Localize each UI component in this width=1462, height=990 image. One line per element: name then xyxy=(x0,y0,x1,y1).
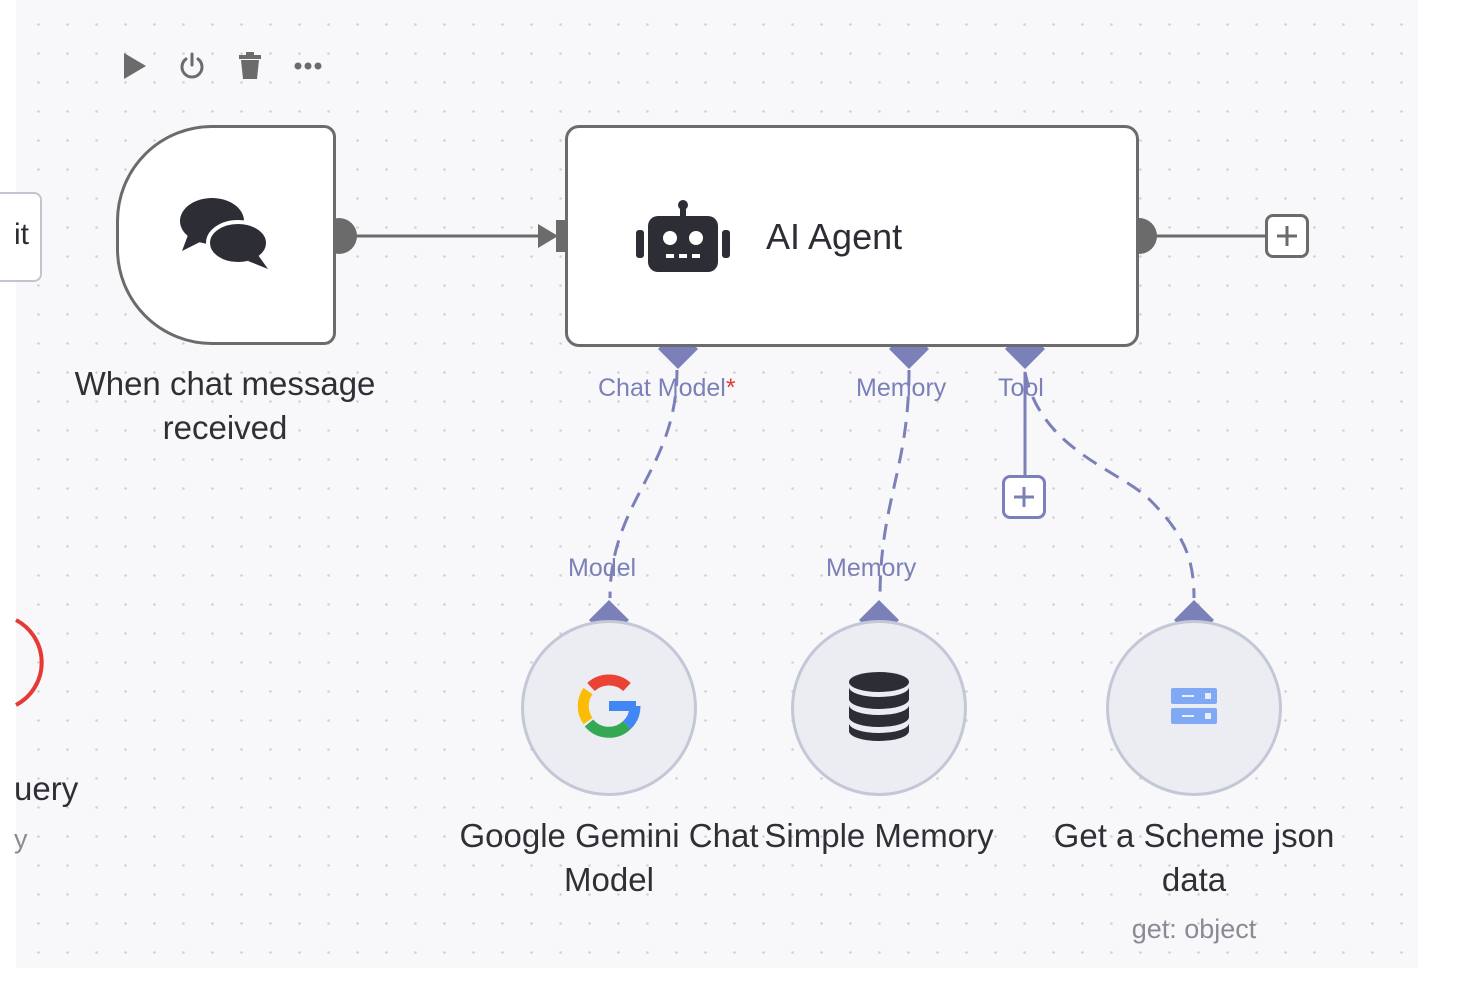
chat-model-label-text: Chat Model xyxy=(598,374,726,402)
chat-trigger-node[interactable] xyxy=(116,125,336,345)
ai-agent-title: AI Agent xyxy=(766,216,903,257)
chat-bubbles-icon xyxy=(178,195,274,276)
google-g-icon xyxy=(577,674,641,743)
memory-node-port-label: Memory xyxy=(826,554,917,582)
node-toolbar xyxy=(118,48,324,84)
scheme-node-title: Get a Scheme json data xyxy=(1053,817,1335,898)
simple-memory-title: Simple Memory xyxy=(764,817,994,854)
play-icon[interactable] xyxy=(118,48,150,84)
add-tool-button[interactable] xyxy=(1002,475,1046,519)
chat-trigger-title: When chat message received xyxy=(74,365,376,446)
gemini-port-label: Model xyxy=(568,554,637,582)
robot-icon xyxy=(636,200,730,279)
plus-icon xyxy=(1014,487,1034,507)
partial-node-top[interactable] xyxy=(0,192,42,282)
plus-icon xyxy=(1277,226,1297,246)
ai-agent-node[interactable]: AI Agent xyxy=(565,125,1139,347)
chat-model-port-label: Chat Model* xyxy=(598,374,736,403)
add-next-node-button[interactable] xyxy=(1265,214,1309,258)
more-icon[interactable] xyxy=(292,48,324,84)
server-icon xyxy=(1170,686,1218,731)
partial-node-bottom-subtitle: y xyxy=(14,824,28,854)
gemini-chat-model-node[interactable] xyxy=(521,620,697,796)
partial-node-top-label: it xyxy=(14,218,29,251)
partial-node-bottom-title: uery xyxy=(14,770,79,807)
gemini-node-title: Google Gemini Chat Model xyxy=(459,817,759,898)
simple-memory-node[interactable] xyxy=(791,620,967,796)
tool-port-label: Tool xyxy=(998,374,1044,402)
trash-icon[interactable] xyxy=(234,48,266,84)
memory-port-label: Memory xyxy=(856,374,947,402)
database-icon xyxy=(848,671,910,746)
scheme-node-subtitle: get: object xyxy=(1131,914,1257,944)
power-icon[interactable] xyxy=(176,48,208,84)
required-mark: * xyxy=(725,374,736,402)
scheme-json-node[interactable] xyxy=(1106,620,1282,796)
